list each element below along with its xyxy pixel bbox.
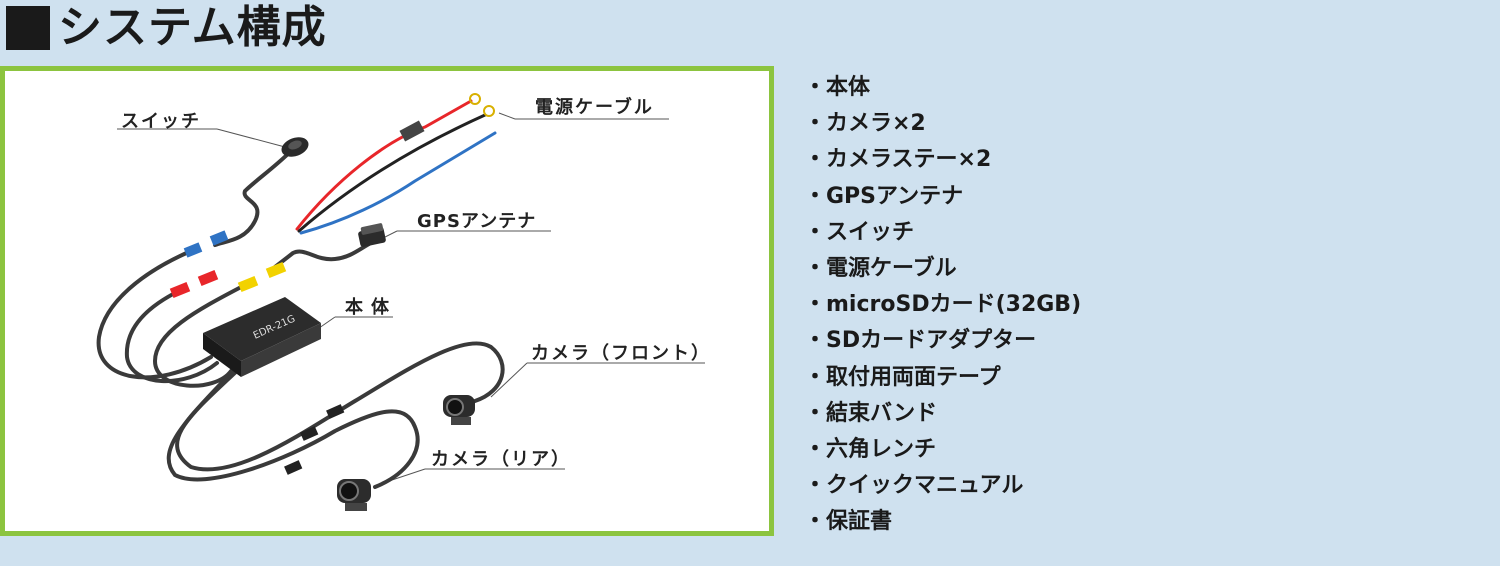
fuse-holder	[399, 120, 425, 142]
leader-power-diag	[498, 112, 516, 120]
list-item: ・六角レンチ	[804, 437, 937, 463]
connector-blue-a	[183, 242, 203, 258]
list-item: ・SDカードアダプター	[804, 328, 1037, 354]
list-item: ・電源ケーブル	[804, 256, 957, 282]
list-item: ・GPSアンテナ	[804, 183, 964, 209]
list-item: ・保証書	[804, 509, 893, 535]
label-main-unit: 本体	[345, 297, 397, 318]
camera-rear-device	[337, 479, 371, 511]
list-item: ・スイッチ	[804, 219, 915, 245]
connector-red-a	[169, 281, 191, 299]
connector-rear-b	[284, 460, 303, 475]
cable-yellow-loop	[152, 283, 247, 388]
label-switch: スイッチ	[121, 111, 201, 132]
camera-front-device	[443, 395, 475, 425]
list-item: ・結束バンド	[804, 400, 938, 426]
title-text: システム構成	[58, 2, 327, 53]
leader-front-diag	[490, 362, 528, 398]
leader-switch-diag	[216, 128, 286, 148]
connector-yellow-b	[265, 261, 287, 279]
label-power-cable: 電源ケーブル	[535, 97, 654, 118]
list-item: ・クイックマニュアル	[804, 473, 1024, 499]
label-camera-rear: カメラ（リア）	[431, 449, 571, 470]
list-item: ・microSDカード(32GB)	[804, 292, 1082, 318]
page-title: システム構成	[6, 2, 327, 54]
cable-switch	[213, 149, 293, 247]
ring-terminal-2	[483, 105, 495, 117]
diagram-drawing: EDR-21G	[96, 93, 705, 511]
list-item: ・取付用両面テープ	[804, 364, 1001, 390]
gps-antenna-device	[358, 223, 386, 247]
cable-front	[175, 341, 505, 472]
cable-rear	[166, 369, 420, 489]
label-gps-antenna: GPSアンテナ	[417, 211, 537, 232]
connector-rear-a	[300, 426, 319, 441]
wire-black	[297, 113, 487, 233]
main-unit-device: EDR-21G	[203, 297, 321, 377]
system-diagram: EDR-21G スイッチ 電源ケーブル GPSアンテナ 本体 カメラ（フロント）…	[0, 66, 774, 536]
list-item: ・本体	[804, 75, 871, 100]
cable-red-loop	[124, 287, 219, 383]
connector-blue-b	[209, 230, 229, 246]
list-item: ・カメラステー×2	[804, 147, 992, 173]
label-camera-front: カメラ（フロント）	[531, 343, 711, 364]
connector-front-a	[326, 404, 345, 419]
list-item: ・カメラ×2	[804, 111, 926, 137]
ring-terminal-1	[469, 93, 481, 105]
connector-yellow-a	[237, 275, 259, 293]
connector-red-b	[197, 269, 219, 287]
switch-device	[281, 137, 309, 157]
package-contents-list: ・本体 ・カメラ×2 ・カメラステー×2 ・GPSアンテナ ・スイッチ ・電源ケ…	[804, 70, 1081, 541]
title-square-icon	[6, 6, 50, 50]
wire-blue	[299, 131, 497, 235]
